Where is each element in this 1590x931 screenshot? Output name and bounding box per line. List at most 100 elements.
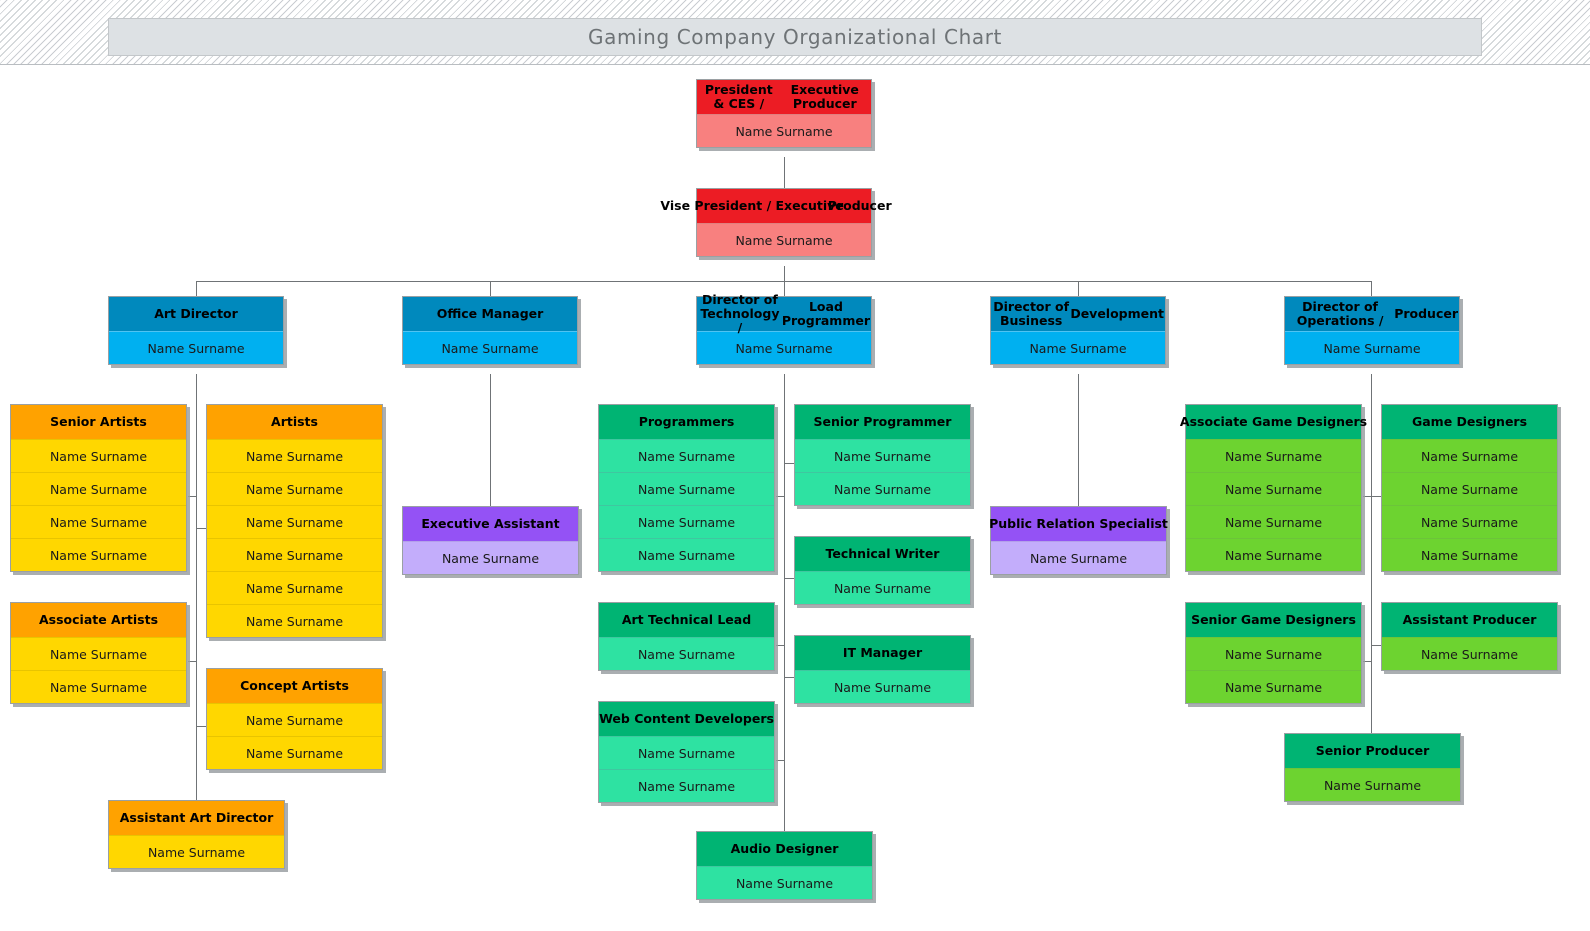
member-row: Name Surname: [599, 637, 774, 670]
title-box: Gaming Company Organizational Chart: [108, 18, 1482, 56]
connector-business-pr-specialist: [1078, 374, 1079, 506]
node-title-line1: Director of Operations /: [1296, 299, 1384, 328]
member-row: Name Surname: [1382, 538, 1557, 571]
member-row: Name Surname: [1285, 768, 1460, 801]
member-row: Name Surname: [207, 703, 382, 736]
node-art-director[interactable]: Art Director Name Surname: [108, 296, 284, 365]
node-title: Audio Designer: [697, 832, 872, 866]
node-associate-artists[interactable]: Associate Artists Name Surname Name Surn…: [10, 602, 187, 704]
connector-stub-artists: [196, 528, 207, 529]
connector-stub-associate-game-designers: [1363, 496, 1372, 497]
page-title: Gaming Company Organizational Chart: [587, 25, 1003, 49]
member-row: Name Surname: [207, 604, 382, 637]
node-web-content-developers[interactable]: Web Content Developers Name Surname Name…: [598, 701, 775, 803]
member-row: Name Surname: [207, 736, 382, 769]
connector-office-manager-exec-assistant: [490, 374, 491, 506]
node-president[interactable]: President & CES / Executive Producer Nam…: [696, 79, 872, 148]
member-row: Name Surname: [207, 439, 382, 472]
node-title-line2: Producer: [1394, 306, 1458, 321]
node-title: Game Designers: [1382, 405, 1557, 439]
node-title: Senior Programmer: [795, 405, 970, 439]
connector-stub-web-content-developers: [776, 760, 785, 761]
connector-drop-office-manager: [490, 281, 491, 297]
connector-vp-drop: [784, 266, 785, 281]
member-row: Name Surname: [697, 223, 871, 256]
node-director-operations[interactable]: Director of Operations / Producer Name S…: [1284, 296, 1460, 365]
node-office-manager[interactable]: Office Manager Name Surname: [402, 296, 578, 365]
node-assistant-producer[interactable]: Assistant Producer Name Surname: [1381, 602, 1558, 671]
member-row: Name Surname: [599, 538, 774, 571]
member-row: Name Surname: [1186, 505, 1361, 538]
node-vice-president[interactable]: Vise President / Executive Producer Name…: [660, 188, 892, 257]
member-row: Name Surname: [11, 505, 186, 538]
member-row: Name Surname: [403, 331, 577, 364]
node-title: Director of Technology / Load Programmer: [697, 293, 871, 335]
member-row: Name Surname: [991, 541, 1166, 574]
connector-spine-technology: [784, 374, 785, 831]
node-title: Web Content Developers: [599, 702, 774, 736]
member-row: Name Surname: [109, 331, 283, 364]
connector-drop-director-operations: [1371, 281, 1372, 297]
node-executive-assistant[interactable]: Executive Assistant Name Surname: [402, 506, 579, 575]
node-senior-programmer[interactable]: Senior Programmer Name Surname Name Surn…: [794, 404, 971, 506]
node-title-line2: Development: [1070, 306, 1164, 321]
node-title-line1: President & CES /: [704, 82, 773, 111]
node-audio-designer[interactable]: Audio Designer Name Surname: [696, 831, 873, 900]
connector-stub-art-technical-lead: [776, 645, 785, 646]
node-art-technical-lead[interactable]: Art Technical Lead Name Surname: [598, 602, 775, 671]
node-game-designers[interactable]: Game Designers Name Surname Name Surname…: [1381, 404, 1558, 572]
member-row: Name Surname: [1186, 637, 1361, 670]
node-title: Office Manager: [403, 297, 577, 331]
node-title-line2: Load Programmer: [781, 299, 870, 328]
node-title: Concept Artists: [207, 669, 382, 703]
node-title-line1: Vise President / Executive: [660, 198, 844, 213]
node-technical-writer[interactable]: Technical Writer Name Surname: [794, 536, 971, 605]
node-concept-artists[interactable]: Concept Artists Name Surname Name Surnam…: [206, 668, 383, 770]
member-row: Name Surname: [1382, 505, 1557, 538]
connector-president-vp: [784, 157, 785, 190]
node-director-business[interactable]: Director of Business Development Name Su…: [990, 296, 1166, 365]
node-title-text: Associate Game Designers: [1179, 414, 1368, 429]
connector-drop-director-business: [1078, 281, 1079, 297]
node-title: Senior Artists: [11, 405, 186, 439]
node-title: Executive Assistant: [403, 507, 578, 541]
member-row: Name Surname: [697, 114, 871, 147]
member-row: Name Surname: [795, 439, 970, 472]
node-senior-producer[interactable]: Senior Producer Name Surname: [1284, 733, 1461, 802]
node-title: Director of Business Development: [991, 297, 1165, 331]
member-row: Name Surname: [207, 571, 382, 604]
title-band: Gaming Company Organizational Chart: [0, 0, 1590, 65]
member-row: Name Surname: [11, 439, 186, 472]
node-associate-game-designers[interactable]: Associate Game Designers Name Surname Na…: [1180, 404, 1367, 572]
connector-drop-art-director: [196, 281, 197, 297]
member-row: Name Surname: [599, 736, 774, 769]
node-title: Associate Game Designers: [1180, 405, 1367, 439]
node-senior-artists[interactable]: Senior Artists Name Surname Name Surname…: [10, 404, 187, 572]
connector-stub-game-designers: [1371, 496, 1382, 497]
member-row: Name Surname: [109, 835, 284, 868]
node-assistant-art-director[interactable]: Assistant Art Director Name Surname: [108, 800, 285, 869]
connector-stub-programmers: [776, 496, 785, 497]
member-row: Name Surname: [1382, 439, 1557, 472]
member-row: Name Surname: [697, 866, 872, 899]
node-title-text: Web Content Developers: [599, 711, 774, 726]
member-row: Name Surname: [1186, 439, 1361, 472]
node-public-relation-specialist[interactable]: Public Relation Specialist Name Surname: [989, 506, 1168, 575]
member-row: Name Surname: [11, 472, 186, 505]
node-director-technology[interactable]: Director of Technology / Load Programmer…: [696, 293, 872, 365]
node-programmers[interactable]: Programmers Name Surname Name Surname Na…: [598, 404, 775, 572]
node-title: Technical Writer: [795, 537, 970, 571]
node-it-manager[interactable]: IT Manager Name Surname: [794, 635, 971, 704]
member-row: Name Surname: [207, 472, 382, 505]
node-title: President & CES / Executive Producer: [697, 80, 871, 114]
node-senior-game-designers[interactable]: Senior Game Designers Name Surname Name …: [1185, 602, 1362, 704]
node-title-line2: Producer: [827, 198, 892, 213]
node-title-line1: Director of Business: [993, 299, 1070, 328]
node-title: Director of Operations / Producer: [1285, 297, 1459, 331]
member-row: Name Surname: [1186, 670, 1361, 703]
connector-stub-senior-programmer: [784, 463, 795, 464]
node-title: Artists: [207, 405, 382, 439]
node-artists[interactable]: Artists Name Surname Name Surname Name S…: [206, 404, 383, 638]
connector-spine-operations: [1371, 374, 1372, 734]
